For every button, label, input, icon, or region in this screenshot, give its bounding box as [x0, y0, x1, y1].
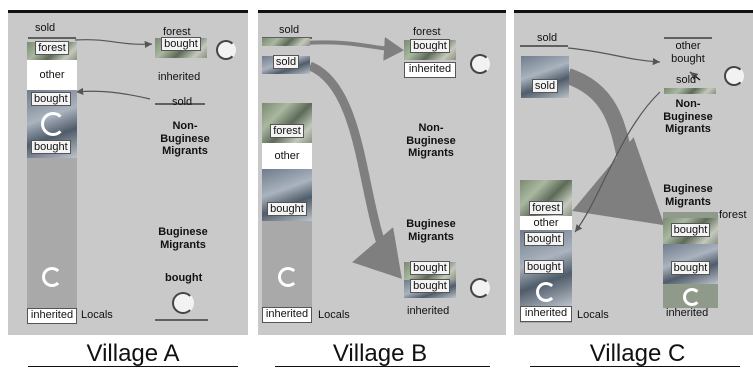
village-b-forest-cell: forest: [262, 103, 312, 143]
cycle-icon: [470, 54, 490, 74]
village-b-sold-top: sold: [279, 24, 300, 36]
village-c-sold-mid: sold: [521, 56, 569, 98]
cycle-icon: [41, 112, 65, 136]
village-c-right-sold: sold: [676, 74, 697, 86]
village-b-right-forest: forest: [413, 26, 441, 38]
village-a-sold-mid: sold: [172, 96, 193, 108]
village-c-bug-forest: forest: [719, 209, 747, 221]
village-c-title: Village C: [589, 340, 686, 367]
village-a-right-forest: forest: [163, 26, 191, 38]
village-c-other-cell: other: [520, 216, 572, 230]
cycle-icon: [536, 282, 556, 302]
village-a-underline: [28, 366, 238, 367]
cycle-icon: [470, 278, 490, 298]
village-b-title: Village B: [332, 340, 428, 367]
village-c-bug-inherited: inherited: [666, 307, 709, 319]
village-b-underline: [275, 366, 490, 367]
village-b-locals-column: forest other bought inherited: [262, 103, 312, 323]
village-c-bug-bought-1: bought: [663, 218, 718, 244]
village-a-forest-cell: forest: [27, 41, 77, 60]
village-c-bought-block: bought bought: [520, 230, 572, 306]
village-c-locals-label: Locals: [577, 309, 609, 321]
village-b-locals-label: Locals: [318, 309, 350, 321]
village-c-underline: [530, 366, 740, 367]
village-b-bug-inherited: inherited: [407, 305, 450, 317]
village-a-inherited-cell: inherited: [27, 308, 77, 324]
village-c-forest-cell: forest: [520, 180, 572, 216]
village-c-sold-top: sold: [537, 32, 558, 44]
cycle-icon: [278, 267, 298, 287]
cycle-icon: [172, 292, 194, 314]
village-c-right-sold-bar: [664, 88, 716, 94]
village-c-buginese-column: bought bought: [663, 212, 718, 308]
cycle-icon: [216, 40, 236, 60]
village-a-sold-top: sold: [35, 22, 56, 34]
village-c-bug-bought-2: bought: [663, 244, 718, 284]
village-b-inherited-cell: inherited: [262, 307, 312, 323]
cycle-icon: [42, 267, 62, 287]
village-a-other-cell: other: [27, 60, 77, 90]
village-c-inherited-cell: inherited: [520, 306, 572, 322]
cycle-icon: [683, 288, 701, 306]
village-b-bought-cell: bought: [262, 169, 312, 221]
village-a-right-bought: bought: [155, 37, 207, 58]
village-a-title: Village A: [86, 340, 180, 367]
village-a-bought-block: bought bought: [27, 90, 77, 158]
village-b-bug-bought-1: bought: [404, 261, 456, 280]
cycle-icon: [724, 66, 744, 86]
village-c-locals-column: forest other bought bought inherited: [520, 180, 572, 323]
village-a-locals-label: Locals: [81, 309, 113, 321]
village-b-sold-top-bar: [262, 38, 310, 46]
village-b-sold-mid: sold: [262, 55, 310, 74]
village-a-buginese-bought: bought: [165, 272, 203, 284]
village-b-right-bought: bought: [404, 39, 456, 60]
village-a-right-inherited: inherited: [158, 71, 201, 83]
village-b-bug-bought-2: bought: [404, 279, 456, 298]
village-b-right-inherited: inherited: [404, 62, 456, 78]
village-b-other-cell: other: [262, 143, 312, 169]
village-a-locals-column: forest other bought bought inherited: [27, 41, 77, 324]
